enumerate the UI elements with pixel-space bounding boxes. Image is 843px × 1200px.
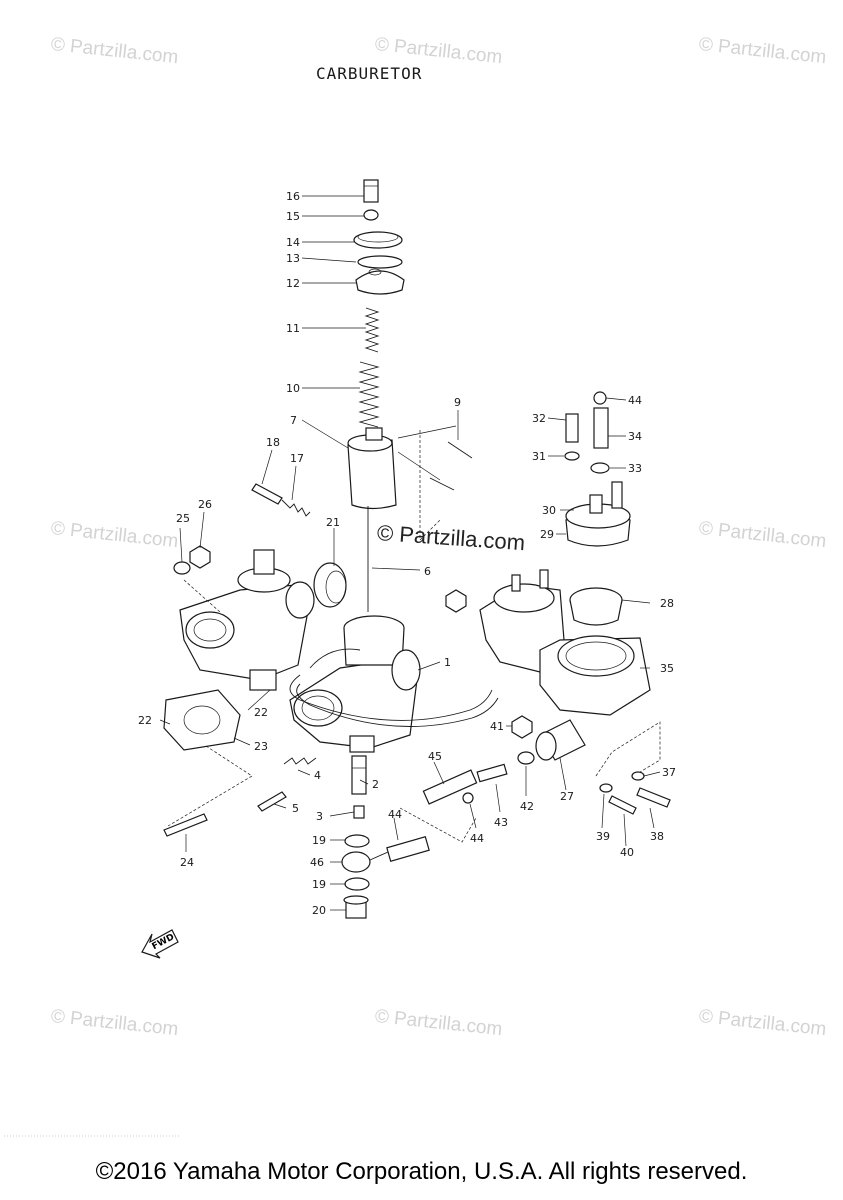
callout-13: 13 bbox=[286, 252, 300, 265]
nut-left-41b bbox=[445, 589, 467, 613]
callout-35: 35 bbox=[660, 662, 674, 675]
callout-19b: 19 bbox=[312, 878, 326, 891]
fwd-arrow-icon: FWD bbox=[141, 929, 179, 959]
callout-44a: 44 bbox=[470, 832, 484, 845]
screw-32 bbox=[565, 413, 579, 443]
callout-43: 43 bbox=[494, 816, 508, 829]
gasket-13 bbox=[357, 255, 403, 269]
spring-10 bbox=[358, 361, 380, 428]
callout-40: 40 bbox=[620, 846, 634, 859]
hose-45 bbox=[422, 769, 478, 805]
callout-11: 11 bbox=[286, 322, 300, 335]
washer-19a bbox=[344, 834, 370, 848]
clip-44a bbox=[462, 792, 474, 804]
callout-14: 14 bbox=[286, 236, 300, 249]
callout-25: 25 bbox=[176, 512, 190, 525]
callout-38: 38 bbox=[650, 830, 664, 843]
washer-33 bbox=[590, 462, 610, 474]
callout-15: 15 bbox=[286, 210, 300, 223]
nut-26 bbox=[189, 545, 211, 569]
callout-44b: 44 bbox=[388, 808, 402, 821]
callout-37: 37 bbox=[662, 766, 676, 779]
callout-31: 31 bbox=[532, 450, 546, 463]
screw-16 bbox=[363, 179, 379, 203]
washer-19b bbox=[344, 877, 370, 891]
hose-44b bbox=[386, 836, 430, 862]
housing-35 bbox=[539, 635, 651, 716]
callout-24: 24 bbox=[180, 856, 194, 869]
valve-seat-2 bbox=[351, 755, 367, 795]
callout-16: 16 bbox=[286, 190, 300, 203]
callout-12: 12 bbox=[286, 277, 300, 290]
spring-17 bbox=[281, 499, 311, 517]
funnel-21 bbox=[313, 562, 347, 608]
cap-12 bbox=[355, 268, 405, 295]
bolt-38 bbox=[636, 787, 671, 808]
callout-45: 45 bbox=[428, 750, 442, 763]
callout-19a: 19 bbox=[312, 834, 326, 847]
callout-23: 23 bbox=[254, 740, 268, 753]
callout-2: 2 bbox=[372, 778, 379, 791]
callout-26: 26 bbox=[198, 498, 212, 511]
callout-17: 17 bbox=[290, 452, 304, 465]
callout-10: 10 bbox=[286, 382, 300, 395]
callout-6: 6 bbox=[424, 565, 431, 578]
callout-5: 5 bbox=[292, 802, 299, 815]
washer-37 bbox=[631, 771, 645, 781]
banjo-46 bbox=[341, 851, 371, 873]
nozzle-34 bbox=[593, 407, 609, 449]
nut-41 bbox=[511, 715, 533, 739]
diagram-title: CARBURETOR bbox=[316, 64, 423, 83]
screw-18 bbox=[251, 483, 283, 505]
flange-23 bbox=[163, 689, 241, 751]
callout-28: 28 bbox=[660, 597, 674, 610]
callout-29: 29 bbox=[540, 528, 554, 541]
washer-15 bbox=[363, 209, 379, 221]
chamber-28 bbox=[569, 587, 623, 626]
callout-27: 27 bbox=[560, 790, 574, 803]
carb-body-left bbox=[179, 549, 315, 691]
throttle-valve-7 bbox=[347, 427, 397, 510]
spring-11 bbox=[364, 307, 380, 353]
washer-39 bbox=[599, 783, 613, 793]
callout-3: 3 bbox=[316, 810, 323, 823]
clip-44c bbox=[593, 391, 607, 405]
screw-5 bbox=[257, 791, 287, 812]
callout-46: 46 bbox=[310, 856, 324, 869]
pipe-27 bbox=[535, 719, 586, 761]
callout-32: 32 bbox=[532, 412, 546, 425]
spring-4 bbox=[283, 757, 317, 765]
washer-31 bbox=[564, 451, 580, 461]
washer-25 bbox=[173, 561, 191, 575]
callout-33: 33 bbox=[628, 462, 642, 475]
callout-22b: 22 bbox=[138, 714, 152, 727]
callout-30: 30 bbox=[542, 504, 556, 517]
copyright-footer: ©2016 Yamaha Motor Corporation, U.S.A. A… bbox=[95, 1158, 748, 1185]
carb-body-1 bbox=[289, 615, 421, 753]
stud-24 bbox=[163, 813, 208, 837]
callout-41: 41 bbox=[490, 720, 504, 733]
callout-7: 7 bbox=[290, 414, 297, 427]
jet-3 bbox=[353, 805, 365, 819]
callout-1: 1 bbox=[444, 656, 451, 669]
callout-4: 4 bbox=[314, 769, 321, 782]
callout-39: 39 bbox=[596, 830, 610, 843]
callout-21: 21 bbox=[326, 516, 340, 529]
callout-20: 20 bbox=[312, 904, 326, 917]
callout-44c: 44 bbox=[628, 394, 642, 407]
washer-42 bbox=[517, 751, 535, 765]
callout-18: 18 bbox=[266, 436, 280, 449]
callout-9: 9 bbox=[454, 396, 461, 409]
ring-nut-14 bbox=[353, 231, 403, 249]
fitting-43 bbox=[476, 763, 508, 783]
callout-22a: 22 bbox=[254, 706, 268, 719]
plug-20 bbox=[343, 895, 369, 919]
cover-30 bbox=[565, 481, 631, 529]
pin-9 bbox=[429, 441, 473, 491]
bolt-40 bbox=[608, 795, 637, 815]
callout-34: 34 bbox=[628, 430, 642, 443]
callout-42: 42 bbox=[520, 800, 534, 813]
